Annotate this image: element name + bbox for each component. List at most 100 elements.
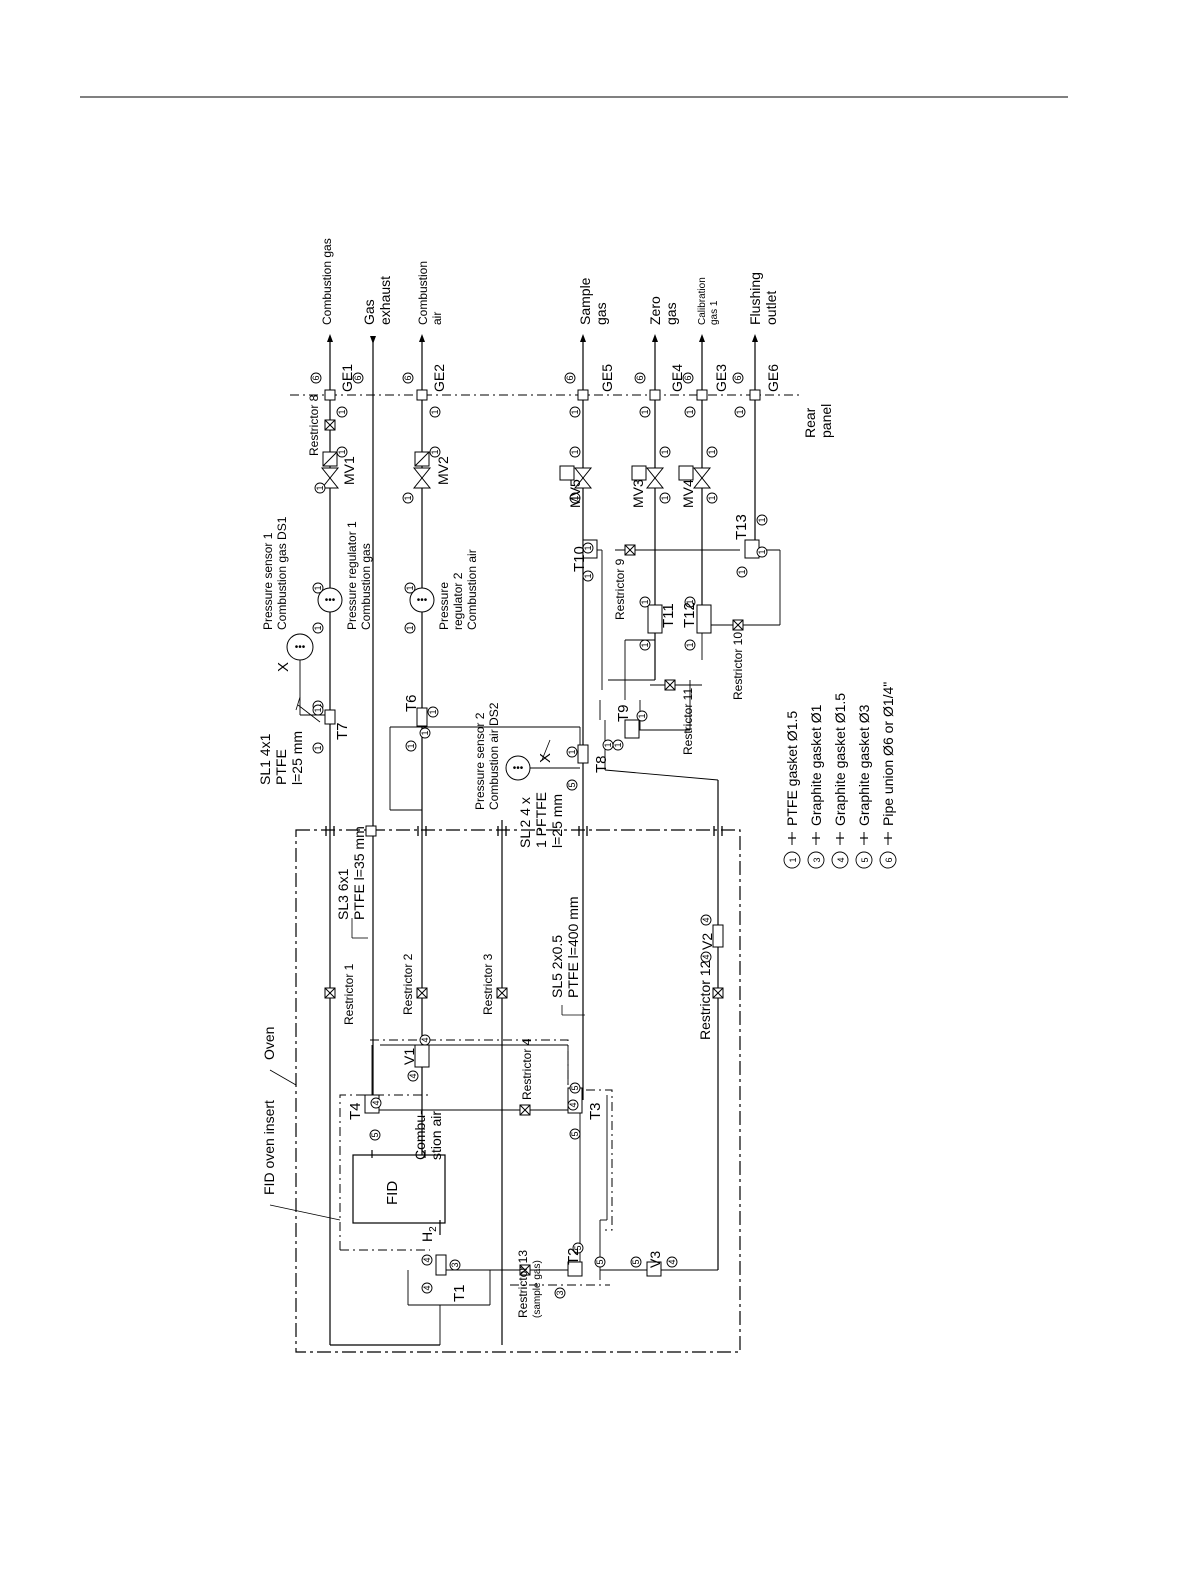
- outlet-gas-exhaust: Gasexhaust: [361, 276, 393, 325]
- label-t11: T11: [660, 603, 677, 628]
- gasket-marker-number: 1: [430, 449, 440, 454]
- gasket-marker-number: 1: [403, 495, 413, 500]
- gasket-marker-number: 1: [313, 745, 323, 750]
- gasket-marker: [569, 1128, 581, 1140]
- gasket-marker: [419, 1034, 431, 1046]
- gasket-marker: [634, 372, 646, 384]
- gasket-marker-number: 1: [313, 625, 323, 630]
- label-t4: T4: [347, 1102, 364, 1120]
- legend-text: Graphite gasket Ø3: [856, 704, 872, 826]
- legend-text: Pipe union Ø6 or Ø1/4": [880, 682, 896, 826]
- gasket-marker-number: 4: [408, 1073, 418, 1078]
- gasket-marker: [700, 914, 712, 926]
- svg-text:1 PFTFE: 1 PFTFE: [533, 792, 549, 848]
- gasket-marker-number: 1: [685, 409, 695, 414]
- gasket-marker-number: 4: [701, 917, 711, 922]
- label-restrictor-11: Restrictor 11: [681, 688, 695, 755]
- label-restrictor-4: Restrictor 4: [520, 1038, 534, 1100]
- outlet-flushing-outlet: Flushingoutlet: [747, 272, 779, 325]
- svg-text:Combustion gas: Combustion gas: [359, 543, 373, 630]
- gasket-marker-number: 1: [570, 449, 580, 454]
- gasket-marker-number: 5: [570, 1085, 580, 1090]
- gasket-marker-number: 1: [313, 585, 323, 590]
- gasket-marker: [312, 704, 324, 716]
- gasket-marker: [569, 492, 581, 504]
- gasket-marker-number: 1: [707, 449, 717, 454]
- gasket-marker: [639, 596, 651, 608]
- restrictor-symbols: [324, 419, 744, 1276]
- legend-number: 3: [812, 857, 822, 862]
- gasket-marker-number: 1: [640, 642, 650, 647]
- gasket-marker-number: 1: [757, 549, 767, 554]
- legend-text: Graphite gasket Ø1.5: [832, 693, 848, 826]
- gasket-marker: [569, 446, 581, 458]
- label-ge5: GE5: [599, 364, 615, 392]
- gasket-marker: [706, 446, 718, 458]
- svg-text:l=25 mm: l=25 mm: [289, 731, 305, 785]
- gasket-marker-number: 5: [573, 1245, 583, 1250]
- gasket-marker: [369, 1129, 381, 1141]
- gasket-marker: [569, 406, 581, 418]
- gasket-marker-number: 3: [450, 1262, 460, 1267]
- gasket-marker-number: 1: [735, 409, 745, 414]
- sensor-labels: Pressure sensor 1 Combustion gas DS1 Pre…: [261, 516, 554, 810]
- valve-labels: MV1 MV2 MV5 MV3 MV4 V1 V2 V3: [341, 456, 715, 1268]
- gasket-marker: [684, 596, 696, 608]
- label-t13: T13: [733, 514, 750, 540]
- gasket-marker-number: 4: [420, 1037, 430, 1042]
- legend-number: 6: [884, 857, 894, 862]
- leader-lines: [269, 696, 585, 1221]
- label-sl5: SL5 2x0.5: [549, 935, 565, 998]
- outlet-arrows: [327, 334, 758, 344]
- rear-connectors: [324, 389, 761, 401]
- label-ge6: GE6: [765, 364, 781, 392]
- gasket-marker: [639, 406, 651, 418]
- gasket-marker: [564, 372, 576, 384]
- label-ge1: GE1: [339, 364, 355, 392]
- gasket-marker: [310, 372, 322, 384]
- gasket-marker-number: 1: [603, 742, 613, 747]
- gasket-marker: [312, 582, 324, 594]
- gasket-marker-number: 1: [640, 599, 650, 604]
- gasket-marker: [636, 710, 648, 722]
- label-oven: Oven: [261, 1027, 277, 1060]
- label-t10: T10: [571, 546, 588, 572]
- gasket-marker: [582, 542, 594, 554]
- outlet-zero-gas: Zerogas: [647, 296, 679, 325]
- gasket-marker: [407, 1070, 419, 1082]
- svg-text:Combustion gas DS1: Combustion gas DS1: [275, 516, 289, 630]
- label-mv2: MV2: [435, 456, 451, 485]
- label-mv1: MV1: [341, 456, 357, 485]
- rear-panel-label: Rearpanel: [802, 404, 834, 438]
- label-t12: T12: [681, 602, 698, 628]
- label-t2: T2: [565, 1247, 582, 1265]
- gasket-marker: [336, 406, 348, 418]
- gasket-marker: [736, 566, 748, 578]
- legend-number: 5: [860, 857, 870, 862]
- gasket-marker-number: 1: [737, 569, 747, 574]
- label-fid-oven-insert: FID oven insert: [261, 1100, 277, 1195]
- svg-text:•••: •••: [325, 595, 336, 606]
- gasket-marker: [421, 1254, 433, 1266]
- legend-text: PTFE gasket Ø1.5: [784, 711, 800, 826]
- svg-text:l=25 mm: l=25 mm: [549, 794, 565, 848]
- gasket-marker-number: 6: [353, 375, 363, 380]
- gasket-marker-number: 1: [757, 517, 767, 522]
- legend-number-circle: [879, 851, 897, 869]
- legend-text: Graphite gasket Ø1: [808, 704, 824, 826]
- legend-number-circle: [855, 851, 873, 869]
- gasket-marker-number: 1: [405, 625, 415, 630]
- label-sl1: SL1 4x1: [257, 733, 273, 785]
- gasket-marker-number: 1: [685, 599, 695, 604]
- gasket-marker: [639, 639, 651, 651]
- gasket-marker-number: 1: [405, 585, 415, 590]
- gasket-marker: [566, 746, 578, 758]
- gasket-marker-number: 1: [660, 449, 670, 454]
- gasket-marker: [582, 570, 594, 582]
- gasket-marker-number: 4: [667, 1259, 677, 1264]
- gasket-marker-number: 1: [315, 485, 325, 490]
- gasket-marker-number: 1: [406, 743, 416, 748]
- oven-boundary: [295, 829, 741, 1353]
- gasket-marker: [429, 406, 441, 418]
